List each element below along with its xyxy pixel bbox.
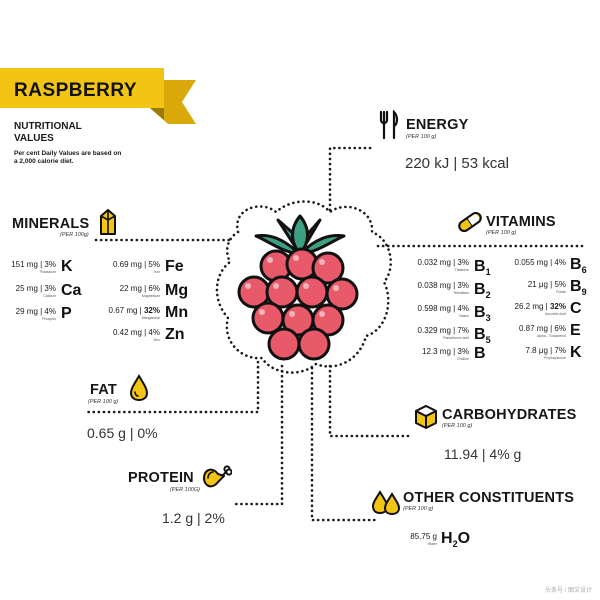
subtitle: NUTRITIONAL VALUES: [14, 121, 82, 144]
mineral-row-phosphorus: 29 mg | 4% Phospho: [15, 307, 56, 321]
watermark: 头条号 / 图文设计: [544, 588, 592, 594]
symbol-mn: Mn: [165, 304, 189, 321]
symbol-mg: Mg: [165, 282, 189, 299]
protein-heading: PROTEIN: [128, 470, 194, 486]
protein-value: 1.2 g | 2%: [162, 510, 225, 526]
energy-value: 220 kJ | 53 kcal: [405, 155, 509, 172]
carbohydrates-value: 11.94 | 4% g: [444, 446, 522, 462]
mineral-row-zinc: 0.42 mg | 4% Zinc: [113, 328, 160, 342]
symbol-e: E: [570, 322, 581, 339]
symbol-k: K: [61, 258, 73, 275]
symbol-p: P: [61, 305, 72, 322]
symbol-b9: B9: [570, 278, 587, 298]
mineral-crystal-icon: [100, 209, 116, 235]
symbol-fe: Fe: [165, 258, 184, 275]
energy-per: (PER 100 g): [406, 134, 437, 140]
sugar-cube-icon: [415, 405, 437, 429]
symbol-c: C: [570, 300, 582, 317]
drumstick-icon: [203, 465, 232, 488]
minerals-heading: MINERALS: [12, 216, 90, 232]
protein-per: (PER 100G): [170, 487, 200, 493]
mineral-row-iron: 0.69 mg | 5% Iron: [113, 260, 160, 274]
symbol-b3: B3: [474, 304, 491, 324]
other-constituents-heading: OTHER CONSTITUENTS: [403, 490, 575, 506]
fat-heading: FAT: [90, 382, 117, 398]
symbol-b1: B1: [474, 258, 491, 278]
fat-value: 0.65 g | 0%: [87, 425, 158, 441]
fork-knife-icon: [379, 110, 399, 140]
symbol-b5: B5: [474, 326, 491, 346]
water-row: 85.75 g Water: [410, 532, 437, 546]
carbohydrates-per: (PER 100 g): [442, 423, 473, 429]
vitamin-row-e: 0.87 mg | 6% Alpha - Tocopherol: [519, 324, 566, 338]
symbol-b: B: [474, 345, 486, 362]
capsule-icon: [458, 211, 482, 233]
symbol-h2o: H2O: [441, 530, 471, 550]
drop-icon: [129, 374, 149, 402]
other-per: (PER 100 g): [403, 506, 434, 512]
energy-heading: ENERGY: [406, 117, 469, 133]
vitamin-row-choline: 12.3 mg | 3% Choline: [422, 347, 469, 361]
vitamin-row-b5: 0.329 mg | 7% Pantothenic acid: [417, 326, 469, 340]
vitamin-row-b9: 21 μg | 5% Folate: [527, 280, 566, 294]
vitamins-heading: VITAMINS: [486, 214, 556, 230]
drops-icon: [371, 490, 401, 516]
symbol-k-vitamin: K: [570, 344, 582, 361]
vitamin-row-c: 26.2 mg | 32% Ascorbic Acid: [514, 302, 566, 316]
vitamin-row-b2: 0.038 mg | 3% Riboflavin: [417, 281, 469, 295]
vitamin-row-k: 7.8 μg | 7% Phylloquinone: [525, 346, 567, 360]
symbol-ca: Ca: [61, 282, 82, 299]
symbol-b6: B6: [570, 256, 587, 276]
minerals-per: (PER 100g): [60, 232, 89, 238]
daily-values-note: Per cent Daily Values are based on a 2,0…: [14, 150, 122, 165]
page-title: RASPBERRY: [14, 80, 138, 101]
vitamin-row-b1: 0.032 mg | 3% Thiamine: [417, 258, 469, 272]
mineral-row-calcium: 25 mg | 3% Calcium: [15, 284, 56, 298]
vitamin-row-b3: 0.598 mg | 4% Niacin: [417, 304, 469, 318]
symbol-zn: Zn: [165, 326, 185, 343]
vitamins-per: (PER 100 g): [486, 230, 517, 236]
mineral-row-manganese: 0.67 mg | 32% Manganese: [108, 306, 160, 320]
mineral-row-potassium: 151 mg | 3% Potassium: [11, 260, 56, 274]
raspberry-illustration: [237, 214, 359, 361]
symbol-b2: B2: [474, 281, 491, 301]
vitamin-row-b6: 0.055 mg | 4%: [514, 258, 566, 267]
mineral-row-magnesium: 22 mg | 6% Magnesium: [119, 284, 160, 298]
carbohydrates-heading: CARBOHYDRATES: [442, 407, 577, 423]
fat-per: (PER 100 g): [88, 399, 119, 405]
title-banner: [0, 68, 196, 124]
